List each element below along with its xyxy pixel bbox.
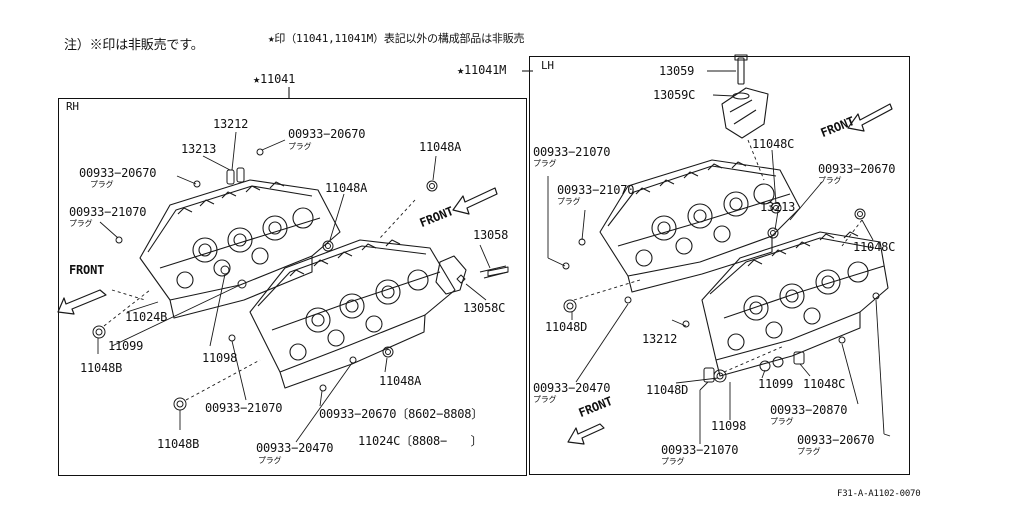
rh-callout: 11048B: [80, 361, 123, 375]
rh-assembly-label: ★11041: [253, 72, 296, 86]
lh-callout: 00933−21070: [557, 183, 635, 197]
rh-upper-head: [139, 179, 341, 319]
lh-callout: 00933−21070: [533, 145, 611, 159]
rh-callout: 00933−20670: [79, 166, 157, 180]
rh-callout: 11099: [108, 339, 144, 353]
rh-callout-sub: プラグ: [258, 456, 282, 465]
lh-callout: 13213: [760, 200, 796, 214]
lh-callout: 11098: [711, 419, 747, 433]
lh-callout: 00933−21070: [661, 443, 739, 457]
lh-callout-sub: プラグ: [533, 159, 557, 168]
lh-assembly-label: ★11041M: [457, 63, 507, 77]
lh-callout-sub: プラグ: [533, 395, 557, 404]
lh-callout: 11099: [758, 377, 794, 391]
rh-callout: 13058: [473, 228, 509, 242]
lh-callout: 00933−20670: [797, 433, 875, 447]
rh-callout: 11048A: [379, 374, 422, 388]
drawing-code: F31-A-A1102-0070: [837, 489, 921, 499]
rh-callout: 00933−21070: [205, 401, 283, 415]
rh-lower-head: [249, 239, 456, 389]
lh-callout: 00933−20470: [533, 381, 611, 395]
rh-callout: 11048A: [325, 181, 368, 195]
lh-callout: 11048D: [545, 320, 588, 334]
lh-callout: 00933−20670: [818, 162, 896, 176]
rh-callout-sub: プラグ: [90, 180, 114, 189]
lh-callout-sub: プラグ: [818, 176, 842, 185]
lh-bolt: [737, 57, 745, 85]
rh-callout: 11024B: [125, 310, 168, 324]
lh-callout-sub: プラグ: [770, 417, 794, 426]
lh-callout: 13059: [659, 64, 695, 78]
lh-callout: 13059C: [653, 88, 696, 102]
rh-callout: 11098: [202, 351, 238, 365]
rh-front-arrow-upper: [452, 187, 498, 215]
rh-front-arrow-lower: [57, 289, 107, 315]
rh-callout-sub: プラグ: [69, 219, 93, 228]
lh-panel: [529, 56, 910, 475]
rh-callout: 00933−21070: [69, 205, 147, 219]
lh-callout: 00933−20870: [770, 403, 848, 417]
lh-callout-sub: プラグ: [797, 447, 821, 456]
lh-lower-head: [701, 231, 889, 377]
lh-callout: 11048C: [752, 137, 795, 151]
rh-callout: 13058C: [463, 301, 506, 315]
rh-callout: 11048A: [419, 140, 462, 154]
lh-callout: 11048D: [646, 383, 689, 397]
rh-callout: 00933−20470: [256, 441, 334, 455]
rh-callout: 13213: [181, 142, 217, 156]
lh-front-arrow-lower: [567, 423, 605, 445]
lh-callout-sub: プラグ: [661, 457, 685, 466]
lh-callout-sub: プラグ: [557, 197, 581, 206]
lh-callout: 11048C: [853, 240, 896, 254]
rh-panel: [58, 98, 527, 476]
note-components: ★印（11041,11041M）表記以外の構成部品は非販売: [268, 32, 525, 45]
lh-side-label: LH: [541, 59, 554, 72]
lh-callout: 13212: [642, 332, 678, 346]
rh-callout: 00933−20670: [288, 127, 366, 141]
lh-front-arrow-upper: [847, 103, 893, 132]
lh-callout: 11048C: [803, 377, 846, 391]
lh-hanger: [721, 87, 769, 139]
rh-callout: 11048B: [157, 437, 200, 451]
rh-hanger: [435, 255, 467, 295]
note-non-sale: 注）※印は非販売です。: [64, 38, 204, 53]
rh-callout: 13212: [213, 117, 249, 131]
rh-callout-sub: プラグ: [288, 142, 312, 151]
rh-callout: 00933−20670〔8602−8808〕: [319, 407, 484, 421]
rh-callout: 11024C〔8808− 〕: [358, 434, 483, 448]
rh-side-label: RH: [66, 100, 79, 113]
rh-front-label: FRONT: [69, 263, 105, 277]
lh-upper-head: [599, 159, 801, 293]
